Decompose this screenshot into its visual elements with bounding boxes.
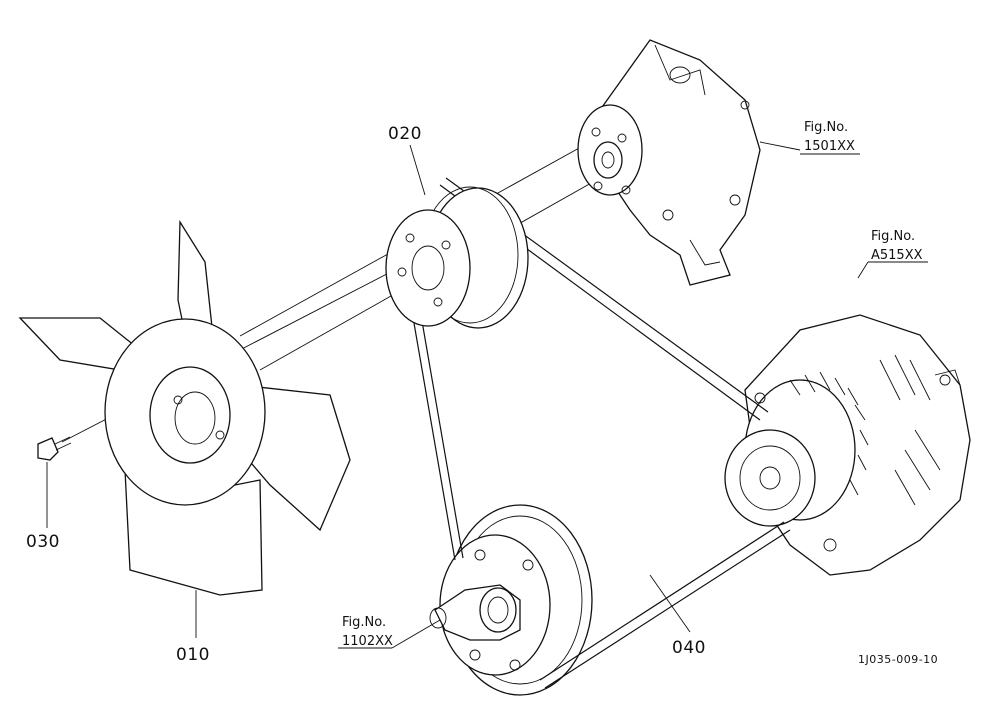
leader-lines (46, 141, 928, 649)
label-030: 030 (26, 532, 60, 552)
fig-ref-1501-title: Fig.No. (804, 120, 848, 135)
fan-drawing (18, 219, 351, 596)
fig-ref-1501-code: 1501XX (804, 139, 855, 154)
label-040: 040 (672, 638, 706, 658)
pulley-drawing (385, 186, 529, 329)
alternator-drawing (724, 314, 971, 576)
fig-ref-1102-code: 1102XX (342, 634, 393, 649)
water-pump-drawing (577, 39, 761, 286)
label-010: 010 (176, 645, 210, 665)
crankshaft-pulley-drawing (429, 504, 593, 696)
fig-ref-a515-title: Fig.No. (871, 229, 915, 244)
drawing-code: 1J035-009-10 (858, 653, 938, 666)
fig-ref-1102-title: Fig.No. (342, 615, 386, 630)
label-020: 020 (388, 124, 422, 144)
bolt-drawing (37, 436, 72, 461)
fig-ref-a515-code: A515XX (871, 248, 923, 263)
